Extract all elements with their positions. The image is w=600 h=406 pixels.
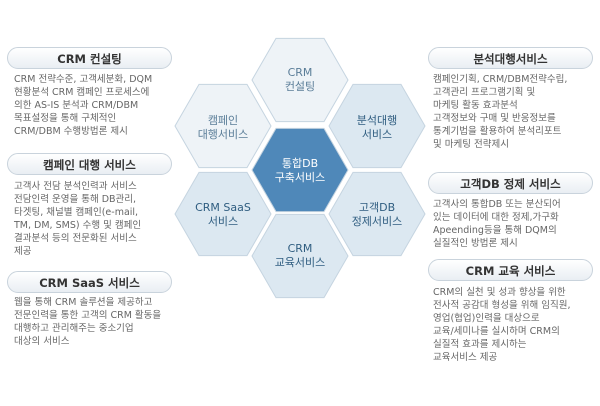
hex-label-analysis: 분석대행 서비스: [356, 114, 398, 141]
left-title-crm-consulting: CRM 컨설팅: [7, 47, 172, 69]
hex-label-db-cleansing: 고객DB 정제서비스: [351, 201, 403, 228]
hex-education: [251, 213, 349, 299]
hex-crm-consulting: [251, 37, 349, 123]
right-desc-analysis: 캠페인기획, CRM/DBM전략수립, 고객관리 프로그램기획 및 마케팅 활동…: [433, 74, 568, 150]
right-desc-education: CRM의 실천 및 성과 향상을 위한 전사적 공감대 형성을 위해 임직원, …: [433, 287, 571, 363]
left-desc-crm-consulting: CRM 전략수준, 고객세분화, DQM 현황분석 CRM 캠페인 프로세스에 …: [14, 74, 153, 137]
right-desc-db-cleansing: 고객사의 통합DB 또는 분산되어 있는 데이터에 대한 정제,가구화 Apee…: [433, 199, 561, 249]
hex-campaign: [174, 83, 272, 169]
left-desc-saas: 웹을 통해 CRM 솔루션을 제공하고 전문인력을 통한 고객의 CRM 활동을…: [14, 297, 162, 347]
hex-label-crm-consulting: CRM 컨설팅: [284, 66, 316, 93]
left-desc-campaign: 고객사 전담 분석인력과 서비스 전담인력 운영을 통해 DB관리, 타겟팅, …: [14, 181, 142, 257]
hex-analysis: [328, 83, 426, 169]
hex-label-education: CRM 교육서비스: [274, 242, 326, 269]
hex-label-integrated-db: 통합DB 구축서비스: [274, 157, 326, 184]
right-title-education: CRM 교육 서비스: [428, 259, 593, 281]
right-title-db-cleansing: 고객DB 정제 서비스: [428, 172, 593, 194]
hex-label-campaign: 캠페인 대행서비스: [197, 114, 249, 141]
right-title-analysis: 분석대행서비스: [428, 47, 593, 69]
hex-integrated-db: [251, 127, 349, 213]
hex-label-saas: CRM SaaS 서비스: [195, 201, 251, 228]
hex-saas: [174, 171, 272, 257]
left-title-saas: CRM SaaS 서비스: [7, 271, 172, 293]
left-title-campaign: 캠페인 대행 서비스: [7, 153, 172, 175]
hex-db-cleansing: [328, 171, 426, 257]
